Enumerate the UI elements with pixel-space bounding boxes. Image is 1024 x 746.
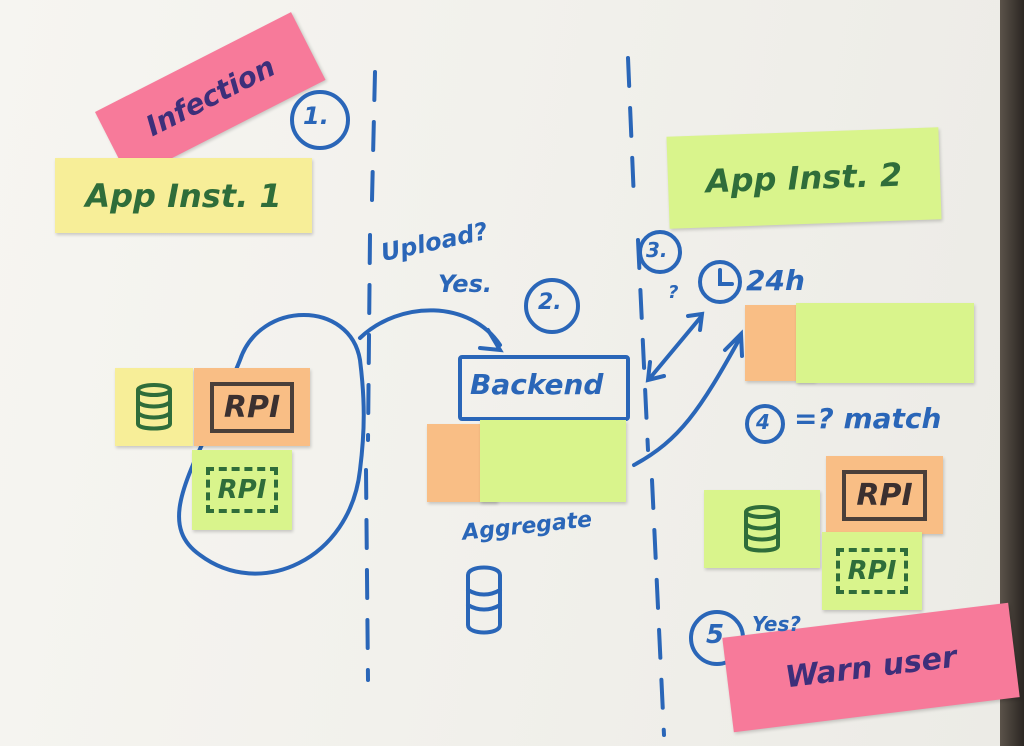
circle-step2 (524, 278, 580, 334)
rpi-frame: RPI (842, 469, 927, 521)
right-rpi-orange-label: RPI (856, 477, 913, 513)
left-rpi-green-note: RPI (192, 450, 292, 530)
double-arrow (648, 316, 702, 380)
circle-step4 (745, 404, 785, 444)
database-icon (136, 383, 172, 431)
yes-label: Yes. (438, 270, 492, 298)
right-divider (626, 56, 666, 737)
match-label: =? match (794, 402, 942, 435)
left-rpi-orange-label: RPI (223, 389, 281, 425)
warn-user-label: Warn user (783, 639, 959, 696)
upload-arrow (358, 308, 502, 347)
rpi-frame: RPI (205, 467, 279, 513)
download-arrow (632, 336, 742, 467)
app-inst-1-note: App Inst. 1 (55, 158, 312, 233)
hours-label: 24h (746, 264, 805, 297)
rpi-frame: RPI (209, 381, 295, 433)
database-icon-aggregate (466, 565, 502, 635)
step1-label: 1. (303, 102, 329, 130)
right-rpi-green-note: RPI (822, 532, 922, 610)
backend-green-note (480, 420, 626, 502)
left-divider (364, 70, 377, 682)
backend-box (458, 355, 630, 421)
step3-label: 3. (646, 238, 668, 262)
circle-step1 (290, 90, 350, 150)
step2-label: 2. (538, 290, 562, 315)
left-loop (177, 313, 366, 576)
download-green-note (796, 303, 974, 383)
clock-icon (698, 260, 742, 304)
step4-label: 4 (756, 410, 770, 434)
question-label: ? (668, 282, 679, 303)
database-icon (744, 505, 780, 553)
right-rpi-orange-note: RPI (826, 456, 943, 534)
right-db-note (704, 490, 820, 568)
backend-label: Backend (470, 368, 604, 401)
app-inst-2-label: App Inst. 2 (705, 155, 903, 201)
left-db-note (115, 368, 193, 446)
left-rpi-green-label: RPI (217, 475, 267, 505)
circle-step3 (638, 230, 682, 274)
step5-label: 5 (706, 620, 725, 650)
yes-question-label: Yes? (752, 612, 801, 636)
left-rpi-orange-note: RPI (194, 368, 310, 446)
app-inst-1-label: App Inst. 1 (85, 176, 282, 215)
right-rpi-green-label: RPI (847, 556, 897, 586)
app-inst-2-note: App Inst. 2 (666, 127, 942, 229)
rpi-frame: RPI (835, 548, 909, 594)
